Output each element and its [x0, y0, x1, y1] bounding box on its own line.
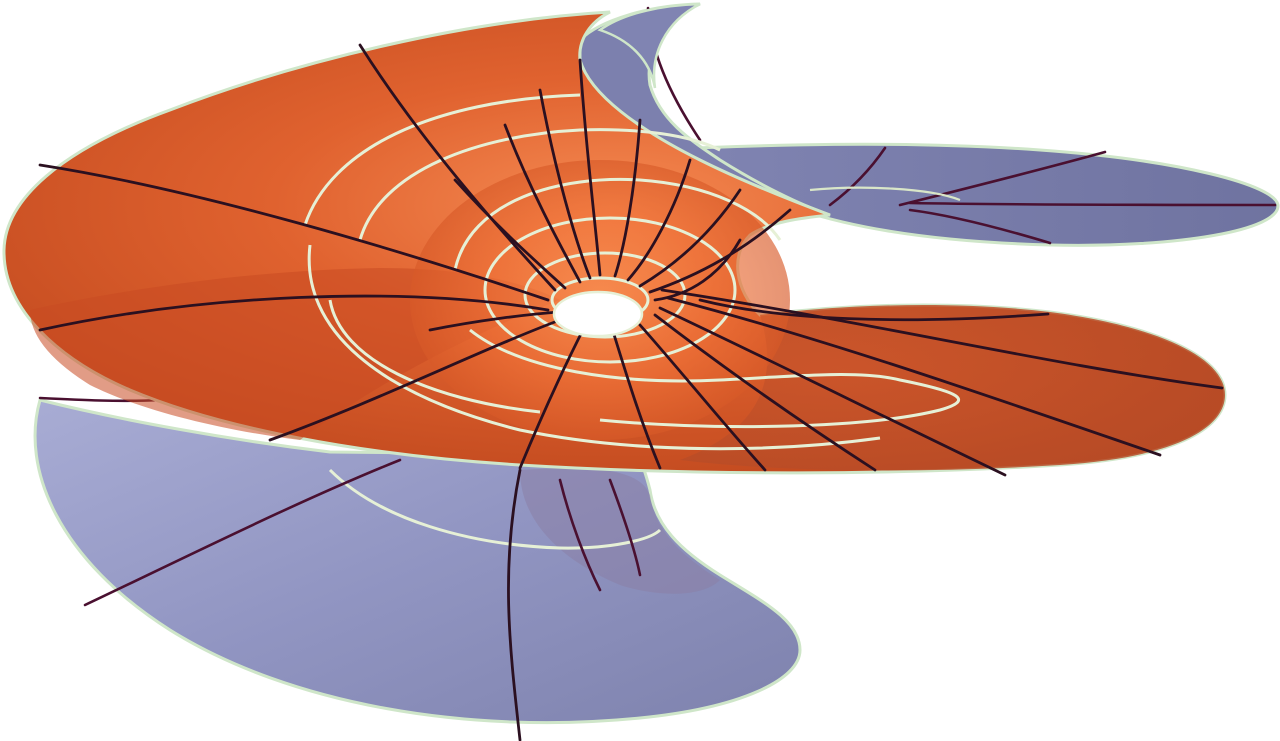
lower-blue-sheet [33, 396, 802, 741]
orange-sheet [2, 10, 1227, 477]
blue-curl-overlap [597, 2, 701, 89]
